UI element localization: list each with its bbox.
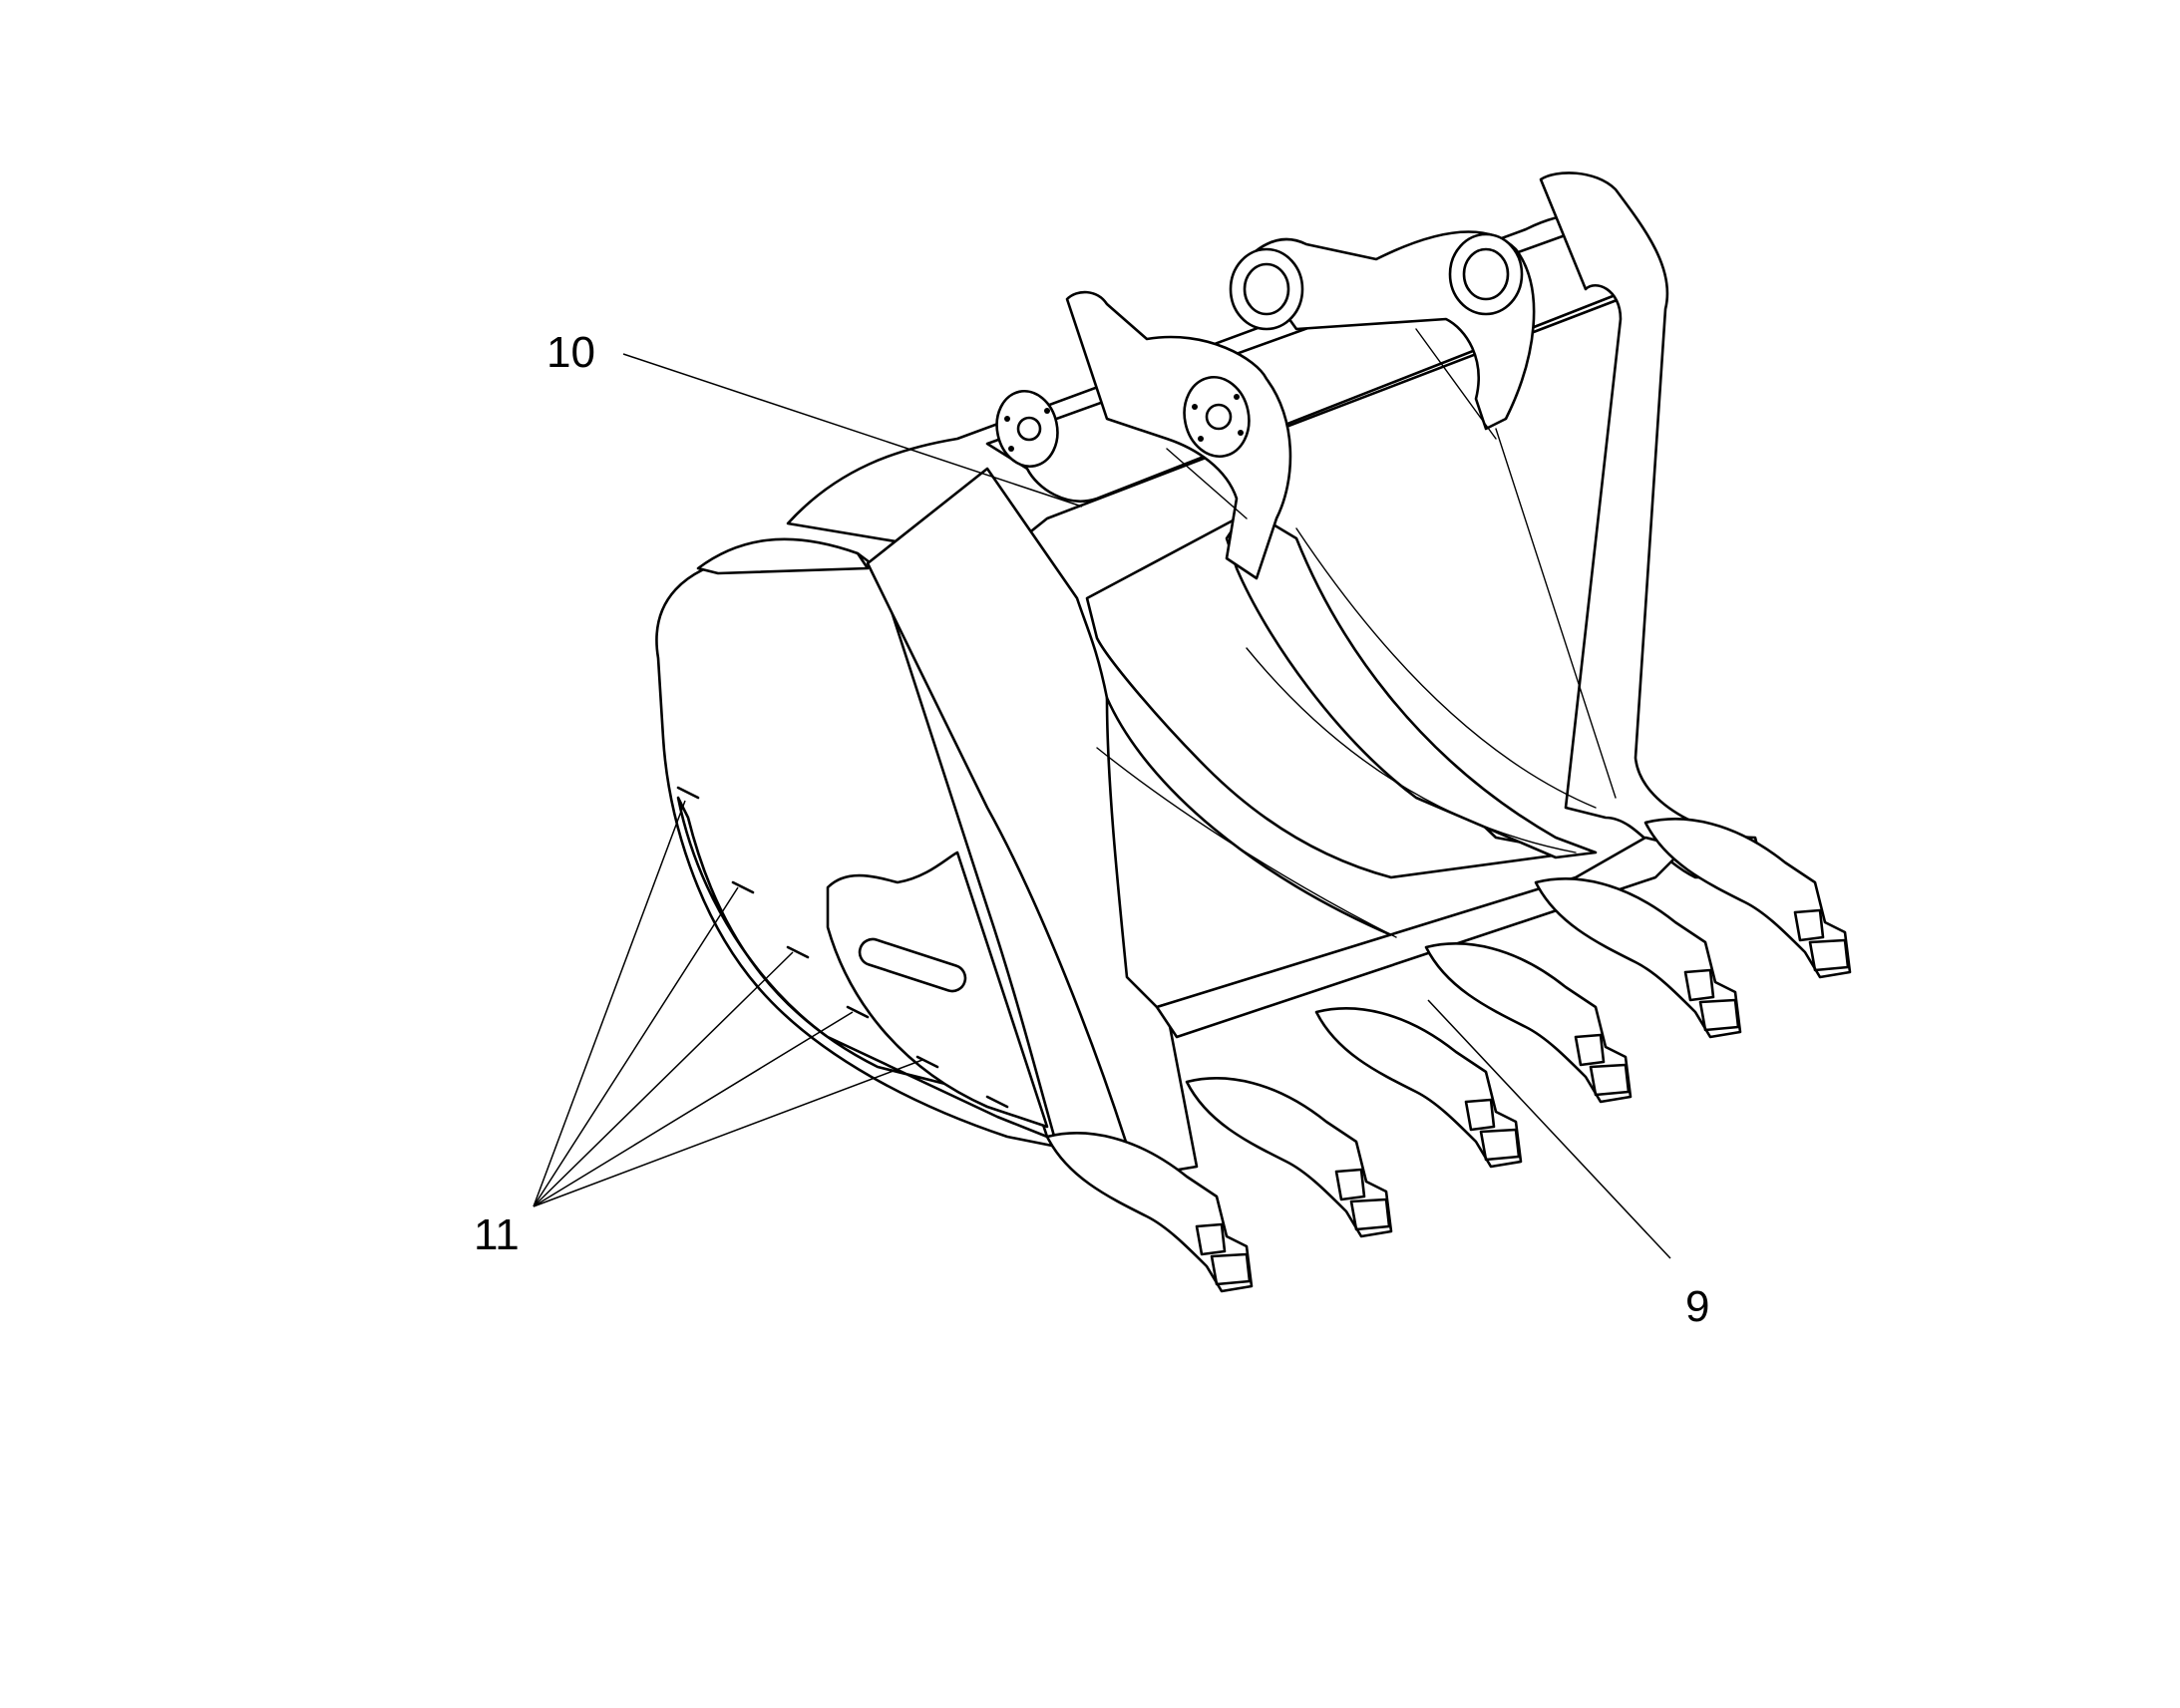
teeth-row xyxy=(1045,818,1852,1293)
interior-line-4 xyxy=(1166,448,1248,519)
tooth-5 xyxy=(1534,877,1742,1039)
wear-strips xyxy=(676,786,1009,1109)
pin-bushing-right xyxy=(1448,232,1524,316)
callout-labels: 10 11 9 xyxy=(474,328,1709,1331)
bucket-drawing xyxy=(655,171,1852,1293)
side-slot-plate xyxy=(826,851,1049,1129)
pin-bushing-left xyxy=(1229,247,1304,331)
callout-11: 11 xyxy=(474,1210,520,1259)
leader-11-a xyxy=(533,800,686,1207)
inner-arm xyxy=(1225,507,1598,859)
left-lug-plate xyxy=(1065,290,1292,580)
leader-11-c xyxy=(533,951,794,1207)
leader-lines xyxy=(533,353,1671,1259)
tooth-4 xyxy=(1424,942,1633,1104)
callout-9: 9 xyxy=(1685,1282,1709,1331)
interior-line-3 xyxy=(1295,527,1597,809)
interior-line-5 xyxy=(1415,328,1497,440)
tooth-3 xyxy=(1314,1007,1523,1169)
tooth-1 xyxy=(1045,1132,1254,1293)
interior-line-2 xyxy=(1246,647,1577,854)
tooth-2 xyxy=(1185,1077,1393,1238)
left-top-plate xyxy=(696,537,870,575)
pin-boss-left-back xyxy=(995,390,1059,468)
interior-line-6 xyxy=(1495,428,1617,799)
left-front-arm xyxy=(866,467,1199,1179)
leader-9 xyxy=(1427,999,1671,1259)
leader-10 xyxy=(622,353,1083,508)
pin-boss-left-front xyxy=(1183,376,1251,458)
leader-11-d xyxy=(533,1011,854,1207)
side-slot xyxy=(858,937,967,993)
leader-11-e xyxy=(533,1059,923,1207)
tooth-6 xyxy=(1643,818,1852,979)
leader-11-b xyxy=(533,886,739,1207)
callout-10: 10 xyxy=(546,328,595,377)
interior-line-1 xyxy=(1096,747,1397,938)
